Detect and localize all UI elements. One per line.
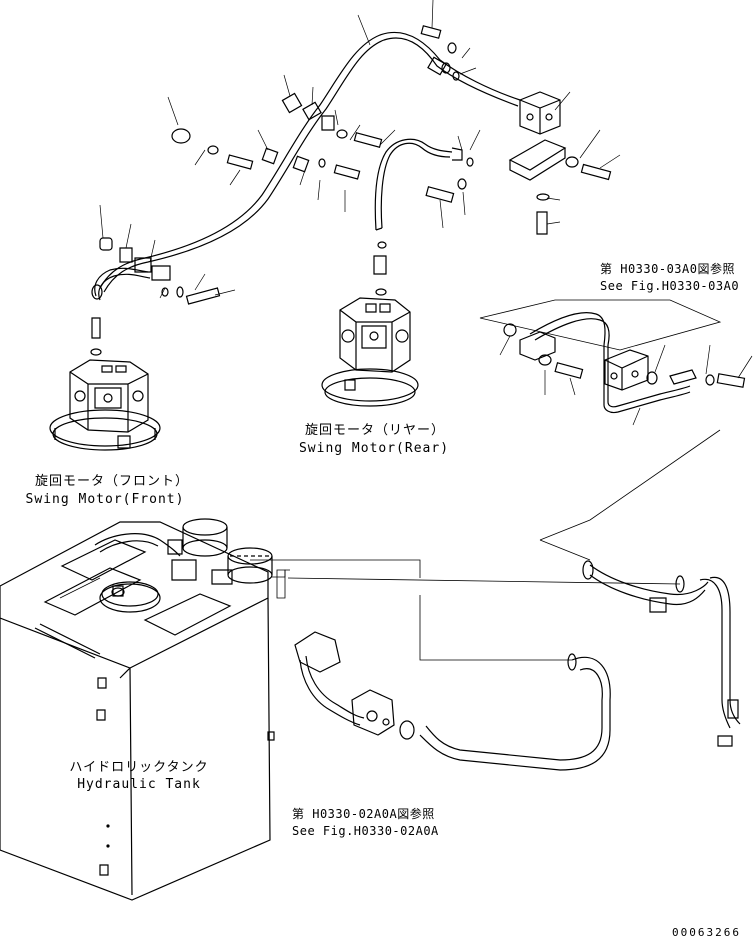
document-number: 00063266	[672, 926, 741, 939]
top-manifold-block	[510, 92, 611, 234]
hydraulic-tank-label-en: Hydraulic Tank	[77, 777, 201, 792]
swing-motor-front	[50, 318, 160, 450]
upper-hose-assembly	[100, 32, 520, 292]
reference-h0330-02a0a-jp: 第 H0330-02A0A図参照	[292, 807, 435, 821]
connection-lines	[250, 560, 680, 660]
swing-motor-rear-label-jp: 旋回モータ（リヤー）	[305, 423, 446, 438]
reference-h0330-03a0-jp: 第 H0330-03A0図参照	[600, 262, 735, 276]
hydraulic-tank	[0, 519, 274, 900]
hydraulic-tank-label-jp: ハイドロリックタンク	[69, 760, 209, 775]
callout-leaders	[100, 0, 752, 425]
right-middle-assembly	[480, 300, 744, 413]
swing-motor-front-label-jp: 旋回モータ（フロント）	[35, 474, 190, 489]
reference-h0330-03a0-en: See Fig.H0330-03A0	[600, 279, 740, 293]
swing-motor-rear	[322, 289, 418, 406]
front-hose-end	[92, 238, 219, 304]
swing-motor-front-label-en: Swing Motor(Front)	[25, 492, 185, 507]
swing-motor-rear-label-en: Swing Motor(Rear)	[298, 441, 450, 456]
reference-h0330-02a0a-en: See Fig.H0330-02A0A	[292, 824, 439, 838]
middle-hose	[374, 139, 473, 274]
upper-fasteners	[172, 26, 459, 179]
lower-right-hoses	[295, 430, 740, 770]
